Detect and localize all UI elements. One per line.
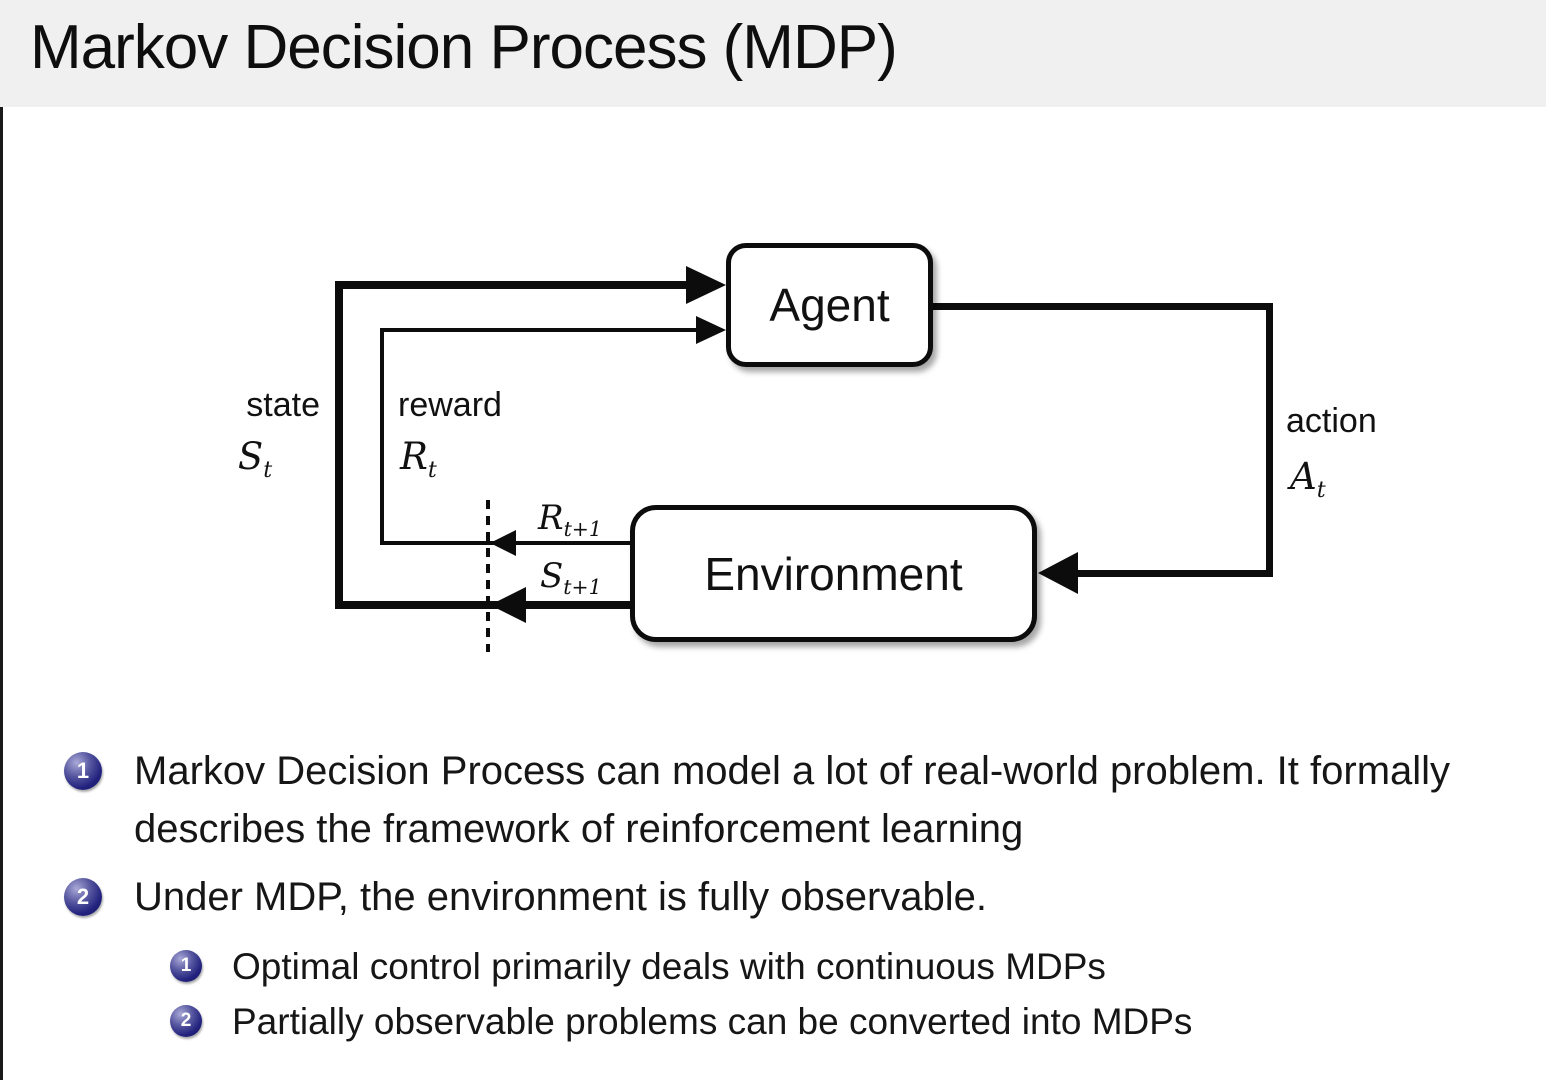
next-state-arrowhead-icon bbox=[490, 587, 526, 623]
bullet-text: Under MDP, the environment is fully obse… bbox=[134, 875, 988, 919]
bullet-text: Markov Decision Process can model a lot … bbox=[134, 749, 1451, 851]
next-reward-symbol-letter: R bbox=[538, 498, 564, 538]
list-item: 1 Markov Decision Process can model a lo… bbox=[64, 742, 1494, 858]
reward-symbol: Rt bbox=[400, 435, 437, 483]
bullet-number-ball-icon: 1 bbox=[64, 752, 102, 790]
bullet-number-ball-icon: 2 bbox=[170, 1005, 202, 1037]
state-line-vertical bbox=[335, 281, 343, 609]
reward-arrowhead-icon bbox=[696, 316, 726, 344]
state-symbol: St bbox=[205, 435, 305, 483]
environment-box-label: Environment bbox=[704, 547, 963, 600]
reward-label: reward bbox=[398, 386, 502, 424]
action-symbol: At bbox=[1290, 455, 1326, 503]
reward-symbol-letter: R bbox=[400, 435, 428, 478]
page-title: Markov Decision Process (MDP) bbox=[30, 13, 898, 82]
next-reward-arrowhead-icon bbox=[490, 530, 516, 556]
action-line-top bbox=[933, 303, 1273, 310]
reward-line-vertical bbox=[380, 328, 384, 545]
state-symbol-subscript: t bbox=[263, 456, 273, 483]
next-state-line bbox=[339, 601, 630, 609]
state-arrowhead-icon bbox=[686, 266, 726, 304]
action-label: action bbox=[1286, 402, 1377, 440]
action-symbol-subscript: t bbox=[1316, 476, 1326, 503]
list-item: 2 Under MDP, the environment is fully ob… bbox=[64, 868, 1494, 926]
next-reward-symbol: Rt+1 bbox=[538, 498, 602, 541]
reward-line-top bbox=[380, 328, 700, 332]
mdp-diagram: Agent Environment state St reward Rt act… bbox=[205, 243, 1377, 652]
bullet-number-ball-icon: 2 bbox=[64, 878, 102, 916]
action-line-vertical bbox=[1266, 303, 1273, 577]
action-line-bottom bbox=[1060, 570, 1273, 577]
state-symbol-letter: S bbox=[237, 435, 264, 478]
bullet-number-ball-icon: 1 bbox=[170, 950, 202, 982]
next-state-symbol: St+1 bbox=[540, 556, 602, 599]
sub-list-item: 1 Optimal control primarily deals with c… bbox=[170, 940, 1500, 994]
agent-box-label: Agent bbox=[769, 279, 890, 331]
action-symbol-letter: A bbox=[1290, 455, 1317, 498]
timestep-dashed-line bbox=[486, 500, 490, 652]
next-state-symbol-subscript: t+1 bbox=[563, 575, 602, 600]
sub-bullet-text: Partially observable problems can be con… bbox=[232, 1001, 1193, 1042]
sub-bullet-text: Optimal control primarily deals with con… bbox=[232, 946, 1106, 987]
title-bar: Markov Decision Process (MDP) bbox=[0, 0, 1546, 107]
reward-symbol-subscript: t bbox=[427, 456, 437, 483]
left-edge-strip bbox=[0, 0, 3, 1080]
agent-box: Agent bbox=[726, 243, 933, 367]
action-arrowhead-icon bbox=[1038, 552, 1078, 594]
sub-list-item: 2 Partially observable problems can be c… bbox=[170, 995, 1500, 1049]
state-line-top bbox=[335, 281, 690, 289]
next-state-symbol-letter: S bbox=[540, 556, 564, 596]
next-reward-symbol-subscript: t+1 bbox=[563, 517, 602, 542]
state-label: state bbox=[246, 386, 320, 424]
environment-box: Environment bbox=[630, 505, 1037, 642]
